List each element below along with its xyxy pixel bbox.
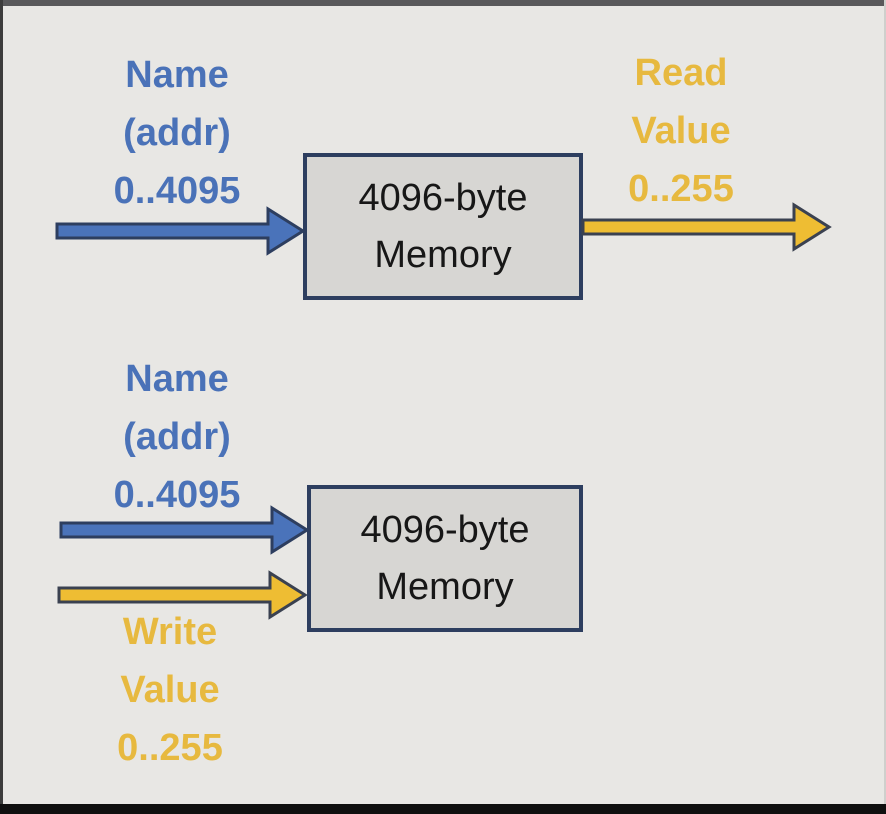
write-value-label-line1: Write [122,611,218,653]
write-value-label: Write Value 0..255 [50,603,290,777]
read-address-label: Name (addr) 0..4095 [57,46,297,220]
write-address-label-line3: 0..4095 [113,474,241,516]
arrow-right-shape [59,505,310,555]
write-memory-box: 4096-byte Memory [307,485,583,632]
read-value-arrow-icon [581,202,832,252]
read-memory-box-line2: Memory [374,233,512,276]
write-memory-box-line1: 4096-byte [360,508,530,551]
read-memory-box-line1: 4096-byte [358,176,528,219]
right-edge-bar [884,0,886,814]
write-value-label-line3: 0..255 [117,727,223,769]
read-value-label-line3: 0..255 [628,168,734,210]
read-value-label: Read Value 0..255 [561,44,801,218]
write-memory-box-line2: Memory [376,565,514,608]
arrow-right-shape [57,570,308,620]
read-value-label-line2: Value [631,110,731,152]
write-value-arrow-icon [57,570,308,620]
write-address-label: Name (addr) 0..4095 [57,350,297,524]
write-address-arrow-icon [59,505,310,555]
read-address-label-line1: Name [125,54,229,96]
arrow-right-shape [55,206,306,256]
read-address-label-line3: 0..4095 [113,170,241,212]
write-address-label-line1: Name [125,358,229,400]
left-edge-bar [0,0,3,814]
read-address-label-line2: (addr) [123,112,231,154]
read-value-label-line1: Read [634,52,728,94]
top-edge-bar [0,0,886,6]
write-value-label-line2: Value [120,669,220,711]
write-address-label-line2: (addr) [123,416,231,458]
read-memory-box: 4096-byte Memory [303,153,583,300]
bottom-edge-bar [0,804,886,814]
read-address-arrow-icon [55,206,306,256]
arrow-right-shape [581,202,832,252]
